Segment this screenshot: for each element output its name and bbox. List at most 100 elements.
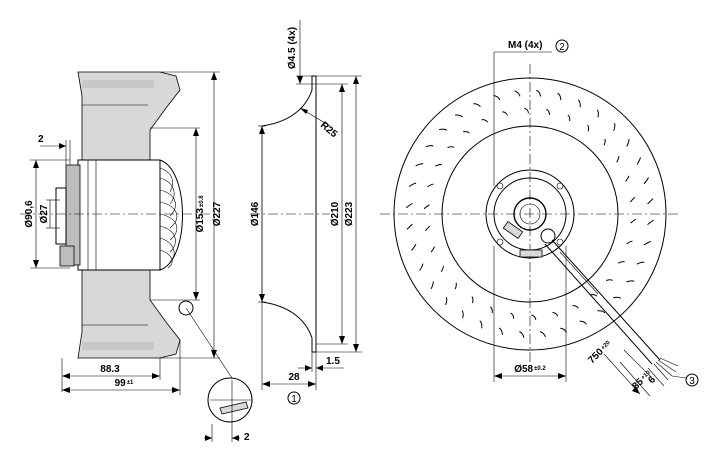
mount-hole bbox=[496, 238, 504, 246]
hub-connector bbox=[519, 249, 543, 258]
blade-mark bbox=[471, 296, 474, 304]
cable-gland bbox=[59, 245, 75, 267]
blade-mark bbox=[473, 103, 481, 108]
blade-mark bbox=[535, 89, 542, 97]
blade-mark bbox=[531, 314, 537, 320]
detail-dim-label-w2: 2 bbox=[244, 432, 250, 443]
blade-mark bbox=[626, 240, 633, 245]
dim-d227: Ø227 bbox=[160, 71, 223, 359]
dim-w28: 28 bbox=[261, 302, 317, 390]
blade-mark bbox=[502, 111, 508, 116]
blade-mark bbox=[603, 138, 606, 146]
cable-exit bbox=[540, 228, 556, 244]
blade-mark bbox=[489, 306, 493, 314]
blade-mark bbox=[587, 124, 590, 132]
front-view: M4 (4x) 2 Ø58±0.2 750+20 85+10 bbox=[380, 39, 699, 397]
ring-profile-top bbox=[261, 75, 316, 128]
hub-label-plate bbox=[502, 221, 524, 239]
dim-d27: Ø27 bbox=[39, 199, 60, 229]
blade-mark bbox=[647, 198, 654, 205]
dim-r25: R25 bbox=[299, 107, 340, 140]
dim-d90-6: Ø90,6 bbox=[24, 159, 70, 269]
dim-tol-w99: ±1 bbox=[127, 380, 134, 386]
blade-mark bbox=[590, 294, 598, 297]
dim-label-d58: Ø58±0.2 bbox=[514, 364, 546, 375]
dim-wire-85: 85+10 bbox=[619, 349, 655, 397]
dim-tol-85: +10 bbox=[640, 370, 652, 382]
blade-mark bbox=[439, 128, 448, 131]
blade-mark bbox=[625, 175, 630, 182]
dim-label-w88-3: 88.3 bbox=[100, 364, 120, 375]
blade-mark bbox=[636, 157, 641, 165]
blade-mark bbox=[461, 310, 464, 319]
dim-wire-6: 6 bbox=[646, 367, 665, 387]
blade-mark bbox=[430, 281, 434, 290]
mount-hole bbox=[556, 238, 564, 246]
cable-wires bbox=[653, 357, 679, 381]
callout-2-label: 2 bbox=[559, 42, 565, 53]
blade-mark bbox=[454, 282, 457, 290]
blade-mark bbox=[524, 107, 529, 114]
dim-label-d90-6: Ø90,6 bbox=[24, 200, 35, 228]
blade-mark bbox=[643, 177, 649, 185]
blade-mark bbox=[616, 155, 620, 163]
blade-mark bbox=[597, 310, 606, 314]
blade-mark bbox=[567, 114, 571, 122]
callout-3: 3 bbox=[671, 373, 699, 387]
dim-w1-5: 1.5 bbox=[298, 352, 344, 372]
dim-value-d58: Ø58 bbox=[514, 364, 533, 375]
dim-label-d223: Ø223 bbox=[344, 201, 355, 226]
blade-mark bbox=[498, 327, 503, 335]
impeller-upper-profile bbox=[77, 71, 181, 161]
cable-lower bbox=[544, 243, 653, 365]
dim-tol-750: +20 bbox=[600, 340, 612, 352]
blade-mark bbox=[455, 114, 463, 118]
band bbox=[82, 342, 154, 350]
blade-mark bbox=[572, 305, 579, 309]
detail-marker-circle bbox=[178, 300, 194, 316]
detail-leader bbox=[185, 307, 233, 379]
blade-mark bbox=[424, 225, 431, 232]
dim-w88-3: 88.3 bbox=[61, 358, 161, 392]
blade-mark bbox=[479, 320, 483, 329]
band bbox=[82, 80, 154, 88]
blade-mark bbox=[613, 122, 616, 131]
dim-label-w2: 2 bbox=[38, 134, 44, 145]
motor-hub bbox=[55, 187, 67, 245]
motor-ribs bbox=[159, 159, 183, 271]
blade-mark bbox=[605, 279, 613, 281]
dim-d223: Ø223 bbox=[316, 75, 362, 353]
blade-mark bbox=[427, 183, 434, 188]
dim-cable-750: 750+20 bbox=[559, 251, 641, 395]
blade-mark bbox=[405, 202, 413, 209]
blade-mark bbox=[493, 95, 501, 101]
blade-mark bbox=[626, 139, 630, 147]
blade-mark bbox=[546, 108, 550, 115]
callout-3-label: 3 bbox=[689, 376, 695, 387]
dim-label-w28: 28 bbox=[288, 372, 300, 383]
dim-hole-4-5: Ø4.5 (4x) bbox=[287, 20, 316, 85]
blade-mark bbox=[613, 296, 622, 299]
dim-w99: 99±1 bbox=[62, 340, 181, 395]
ring-profile-bottom bbox=[261, 300, 316, 353]
blade-mark bbox=[636, 261, 645, 265]
motor-housing bbox=[77, 159, 161, 271]
blade-mark bbox=[408, 182, 417, 187]
dim-label-w1-5: 1.5 bbox=[326, 356, 340, 367]
blade-mark bbox=[560, 327, 567, 333]
blade-mark bbox=[579, 320, 588, 325]
blade-mark bbox=[481, 119, 489, 123]
blade-mark bbox=[463, 131, 470, 134]
blade-mark bbox=[629, 196, 636, 203]
dim-label-6: 6 bbox=[646, 374, 658, 386]
blade-mark bbox=[539, 331, 546, 338]
dim-m4-thread: M4 (4x) 2 bbox=[493, 39, 569, 186]
impeller-blades bbox=[405, 89, 655, 338]
dim-label-d27: Ø27 bbox=[39, 204, 50, 223]
dim-label-d146: Ø146 bbox=[250, 201, 261, 226]
dim-label-hole: Ø4.5 (4x) bbox=[287, 27, 298, 69]
blade-mark bbox=[557, 92, 562, 101]
blade-mark bbox=[519, 331, 525, 338]
blade-mark bbox=[411, 243, 417, 251]
